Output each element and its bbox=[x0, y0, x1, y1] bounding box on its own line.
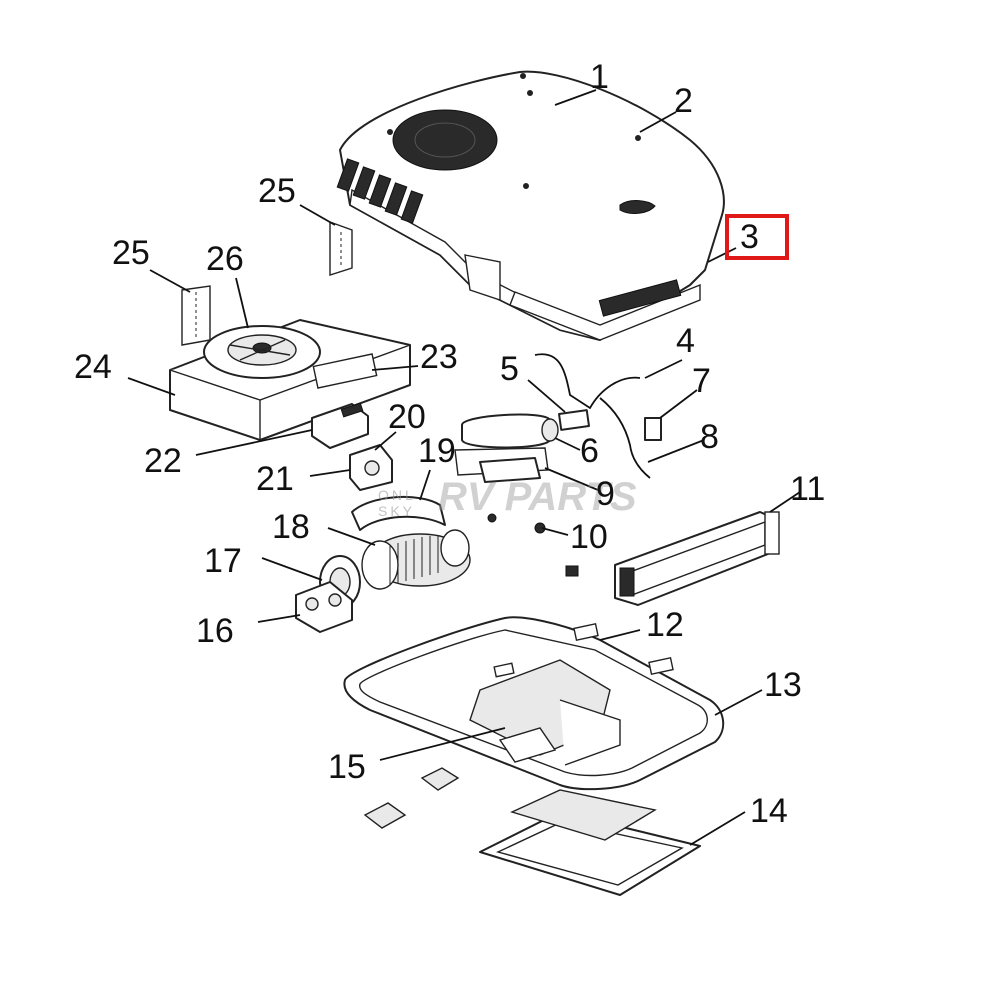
relay-20-21 bbox=[349, 444, 393, 491]
callout-15: 15 bbox=[328, 748, 366, 786]
callout-23: 23 bbox=[420, 338, 458, 376]
control-box-22 bbox=[311, 402, 369, 449]
blower-housing-19 bbox=[351, 495, 446, 531]
callout-13: 13 bbox=[764, 666, 802, 704]
screw-10 bbox=[487, 513, 546, 534]
blower-wheel-18 bbox=[361, 529, 471, 590]
leader-lines bbox=[127, 89, 801, 846]
callout-25-left: 25 bbox=[112, 234, 150, 272]
svg-text:SKY: SKY bbox=[378, 503, 415, 519]
shroud-cover bbox=[336, 70, 725, 341]
bracket-25-upper bbox=[329, 221, 353, 276]
callout-10: 10 bbox=[570, 518, 608, 556]
motor-mount-16 bbox=[295, 581, 353, 633]
callout-8: 8 bbox=[700, 418, 719, 456]
sensor-7 bbox=[644, 417, 662, 441]
shroud-vents bbox=[336, 158, 424, 224]
watermark: RV PARTS ONL SKY bbox=[378, 475, 637, 519]
callout-labels: 1 2 3 4 5 6 7 8 9 10 11 12 13 14 15 16 1… bbox=[74, 58, 825, 830]
heater-assembly-11 bbox=[565, 511, 780, 606]
shroud-fan-opening bbox=[392, 109, 498, 171]
callout-19: 19 bbox=[418, 432, 456, 470]
ceiling-assembly-13 bbox=[343, 616, 725, 791]
callout-20: 20 bbox=[388, 398, 426, 436]
switch-5 bbox=[558, 409, 590, 431]
callout-25-upper: 25 bbox=[258, 172, 296, 210]
svg-text:RV PARTS: RV PARTS bbox=[438, 475, 637, 519]
callout-21: 21 bbox=[256, 460, 294, 498]
callout-2: 2 bbox=[674, 82, 693, 120]
condenser-fan-assembly bbox=[169, 319, 411, 441]
callout-24: 24 bbox=[74, 348, 112, 386]
callout-1: 1 bbox=[590, 58, 609, 96]
shroud-logo-badge bbox=[619, 200, 656, 214]
callout-26: 26 bbox=[206, 240, 244, 278]
callout-22: 22 bbox=[144, 442, 182, 480]
callout-16: 16 bbox=[196, 612, 234, 650]
callout-4: 4 bbox=[676, 322, 695, 360]
callout-12: 12 bbox=[646, 606, 684, 644]
callout-18: 18 bbox=[272, 508, 310, 546]
capacitor-6 bbox=[461, 413, 559, 449]
bracket-25-left bbox=[181, 285, 211, 346]
callout-7: 7 bbox=[692, 362, 711, 400]
callout-6: 6 bbox=[580, 432, 599, 470]
callout-9: 9 bbox=[596, 475, 615, 513]
filter-pad-lower bbox=[363, 802, 407, 829]
tubing-4 bbox=[534, 353, 651, 479]
svg-text:ONL: ONL bbox=[378, 487, 416, 503]
grille-frame-14 bbox=[479, 789, 701, 896]
callout-14: 14 bbox=[750, 792, 788, 830]
filter-pad-upper bbox=[420, 767, 460, 791]
callout-11: 11 bbox=[790, 470, 825, 508]
callout-5: 5 bbox=[500, 350, 519, 388]
callout-3: 3 bbox=[740, 218, 759, 256]
highlight-box-callout-3 bbox=[725, 214, 789, 260]
callout-17: 17 bbox=[204, 542, 242, 580]
